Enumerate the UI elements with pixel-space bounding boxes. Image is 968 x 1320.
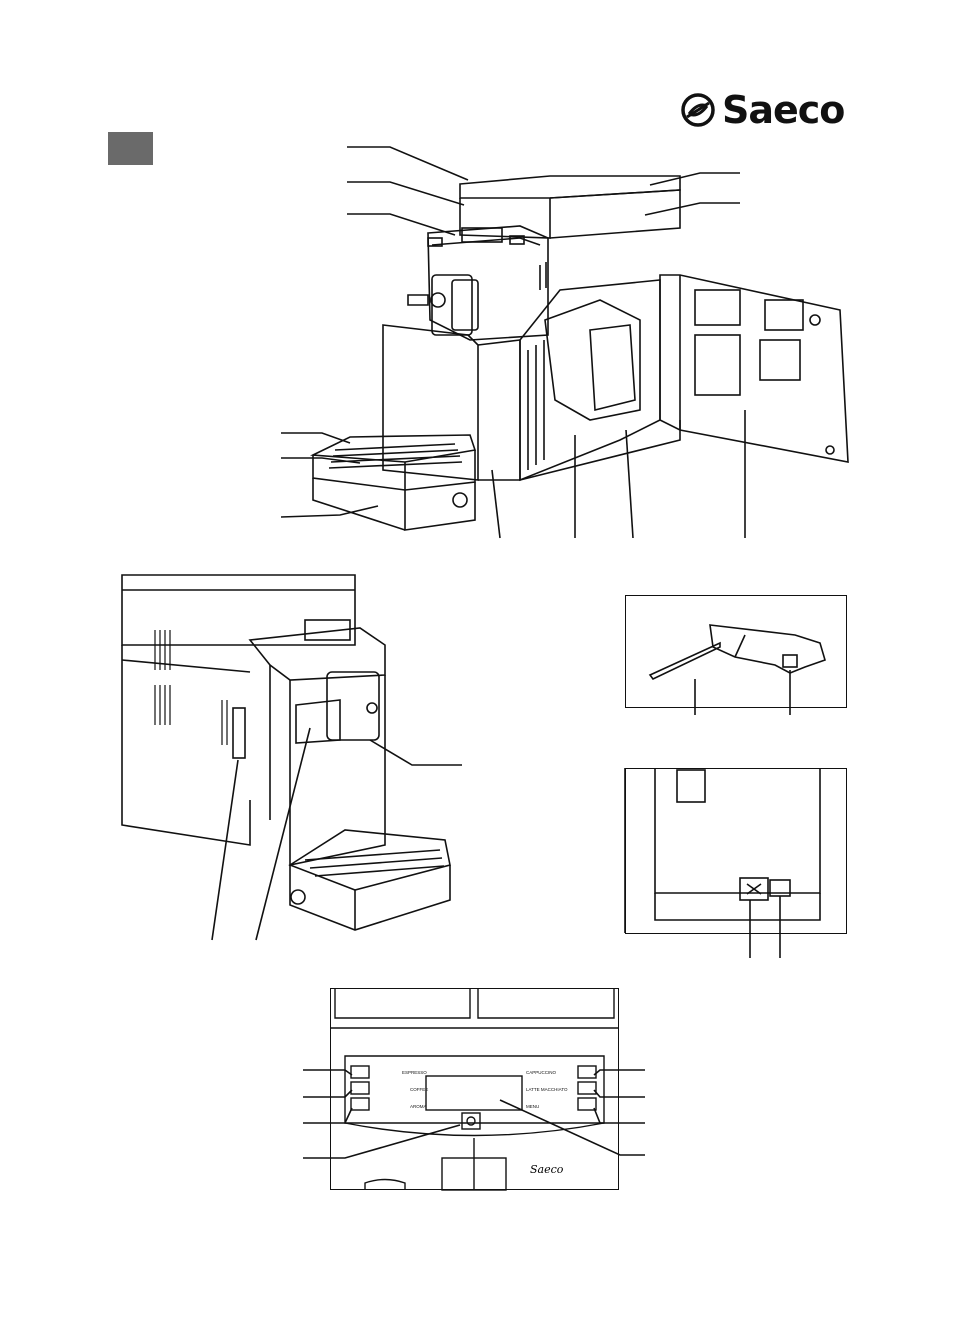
- saeco-swirl-logo: [681, 93, 715, 127]
- label-cappuccino: CAPPUCCINO: [526, 1070, 557, 1075]
- label-coffee: COFFEE: [410, 1087, 428, 1092]
- machine-open-illustration: [280, 146, 849, 539]
- label-latte-macchiato: LATTE MACCHIATO: [526, 1087, 568, 1092]
- tool-inset-illustration: [648, 624, 826, 715]
- section-tab: [108, 132, 153, 165]
- label-espresso: ESPRESSO: [402, 1070, 427, 1075]
- label-menu: MENU: [526, 1104, 539, 1109]
- label-aroma: AROMA: [410, 1104, 427, 1109]
- machine-side-illustration: [121, 574, 462, 941]
- saeco-brand-logo: Saeco: [680, 88, 845, 132]
- power-inset-illustration: [624, 768, 821, 958]
- panel-brand: Saeco: [530, 1163, 564, 1176]
- brand-name: Saeco: [722, 88, 845, 132]
- inset-tool-frame: [625, 595, 847, 708]
